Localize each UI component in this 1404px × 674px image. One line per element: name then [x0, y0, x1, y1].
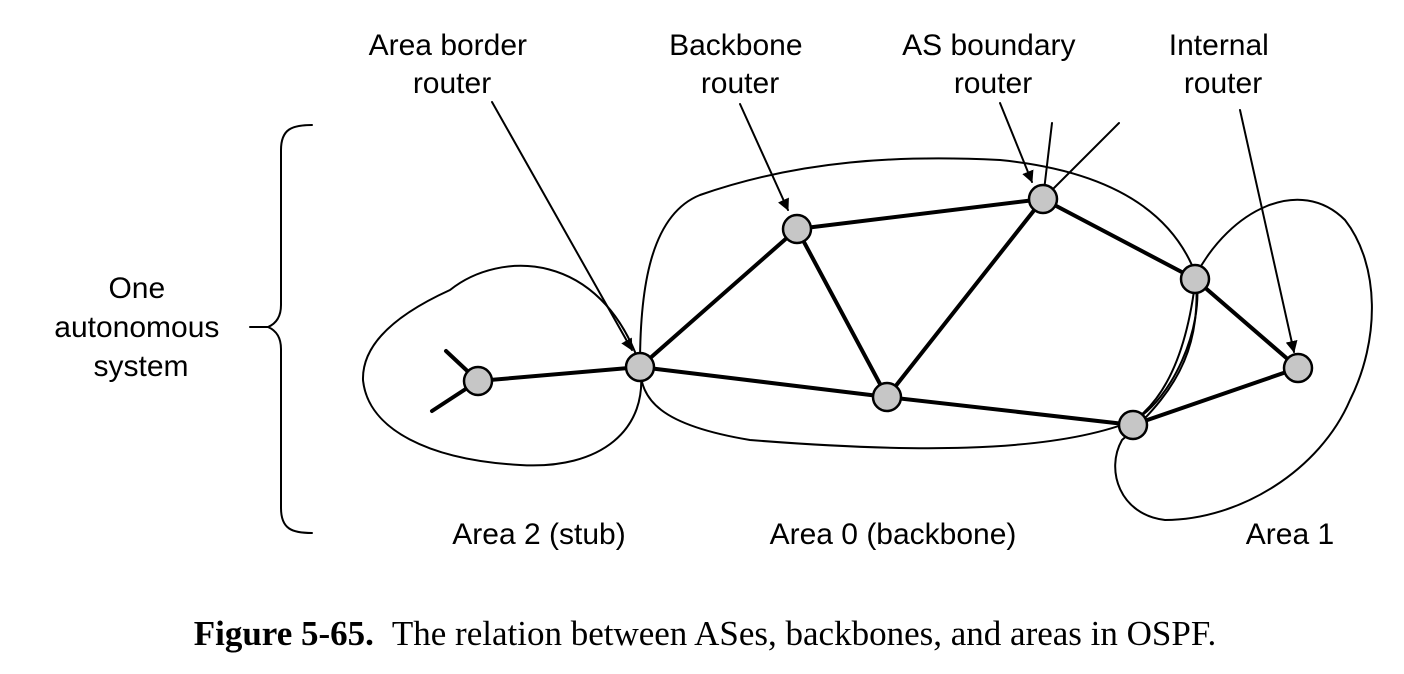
router-area2-internal — [462, 365, 494, 397]
label-backbone-router: Backbone router — [669, 29, 811, 100]
label-as-boundary-router: AS boundary router — [902, 29, 1084, 100]
arrow-internal-router — [1239, 109, 1298, 353]
link — [638, 227, 799, 369]
as-brace — [265, 124, 313, 534]
area-1-outline — [1114, 198, 1373, 522]
link — [638, 365, 889, 399]
figure-caption: Figure 5-65. The relation between ASes, … — [194, 614, 1217, 653]
arrow-backbone-router — [739, 103, 789, 211]
link — [476, 365, 642, 383]
label-area-2: Area 2 (stub) — [452, 518, 625, 551]
area-1-inner-boundary — [1134, 274, 1197, 421]
link — [1041, 197, 1197, 281]
label-internal-router: Internal router — [1169, 29, 1277, 100]
label-area-1: Area 1 — [1246, 518, 1334, 551]
figure-caption-text: The relation between ASes, backbones, an… — [392, 614, 1216, 653]
label-area-0: Area 0 (backbone) — [770, 518, 1017, 551]
link — [1131, 366, 1300, 427]
link — [1193, 277, 1300, 370]
router-internal — [1282, 352, 1314, 384]
router-area1-border-lower — [1117, 409, 1149, 441]
arrow-as-boundary-router — [999, 102, 1034, 183]
link — [795, 227, 889, 399]
router-area-border — [624, 351, 656, 383]
external-link-2 — [1042, 122, 1120, 200]
link — [795, 197, 1045, 231]
arrow-area-border-router — [491, 101, 633, 351]
area-2-outline — [361, 264, 643, 467]
figure-number: Figure 5-65. — [194, 614, 374, 653]
link — [885, 197, 1045, 399]
label-area-border-router: Area border router — [369, 29, 536, 100]
router-area1-border-upper — [1179, 263, 1211, 295]
router-backbone — [781, 213, 813, 245]
label-autonomous-system: One autonomous system — [54, 272, 227, 383]
router-backbone-lower — [871, 381, 903, 413]
router-as-boundary — [1027, 183, 1059, 215]
area-0-outline — [638, 157, 1199, 450]
link — [885, 395, 1135, 427]
